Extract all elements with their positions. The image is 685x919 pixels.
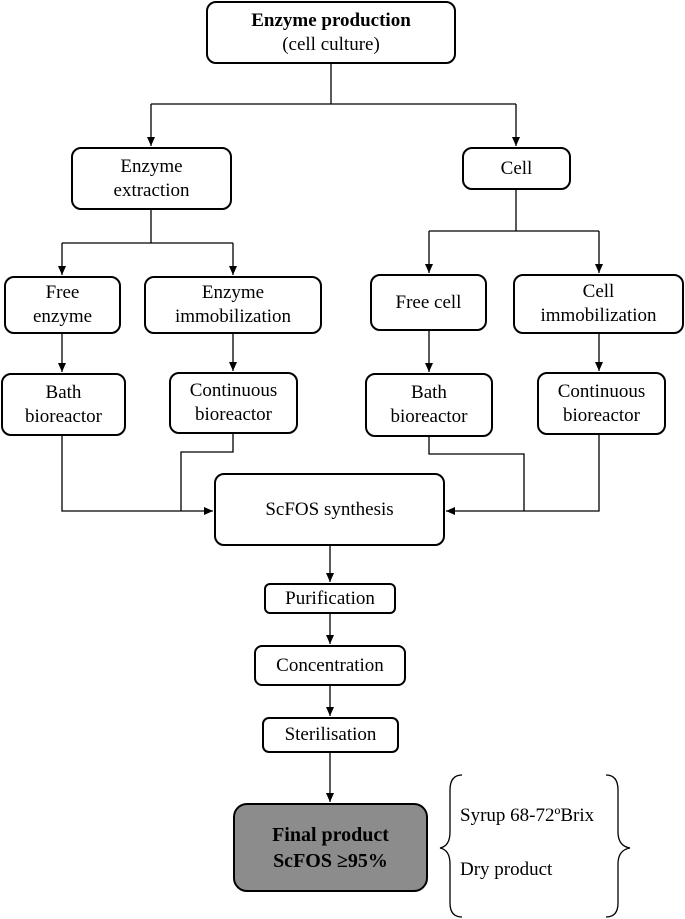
enzyme-immobilization-line2: immobilization [174,306,292,327]
enzyme-immobilization-box: Enzyme immobilization [144,276,322,334]
purification-box: Purification [264,583,396,614]
cell-box: Cell [462,147,571,190]
continuous-bioreactor-left-line1: Continuous [189,380,278,401]
bath-bioreactor-right-line1: Bath [411,382,447,403]
bath-bioreactor-left-line2: bioreactor [24,405,102,427]
product-form-dry: Dry product [460,859,553,880]
bath-bioreactor-left-box: Bath bioreactor [1,373,126,436]
bath-bioreactor-right-box: Bath bioreactor [365,373,493,437]
enzyme-extraction-box: Enzyme extraction [71,147,232,210]
scfos-synthesis-label: ScFOS synthesis [265,498,394,520]
free-enzyme-line2: enzyme [32,306,93,327]
free-enzyme-line1: Free [45,282,80,303]
cell-label: Cell [500,157,533,179]
concentration-box: Concentration [254,645,406,686]
cell-immobilization-line2: immobilization [540,305,657,326]
continuous-bioreactor-right-line2: bioreactor [562,404,640,426]
final-product-title: Final product [272,823,389,846]
free-enzyme-box: Free enzyme [4,276,121,334]
product-form-syrup: Syrup 68-72ºBrix [460,805,595,826]
sterilisation-box: Sterilisation [262,717,399,753]
purification-label: Purification [285,587,375,609]
free-cell-label: Free cell [395,291,462,313]
continuous-bioreactor-right-line1: Continuous [557,380,646,402]
continuous-bioreactor-left-line2: bioreactor [194,404,272,425]
continuous-bioreactor-right-box: Continuous bioreactor [537,372,666,435]
final-product-box: Final product ScFOS ≥95% [233,803,428,892]
enzyme-production-box: Enzyme production (cell culture) [206,1,456,64]
free-cell-box: Free cell [370,274,487,331]
sterilisation-label: Sterilisation [284,724,377,745]
enzyme-extraction-line2: extraction [113,179,190,201]
enzyme-production-title: Enzyme production [251,9,411,31]
scfos-synthesis-box: ScFOS synthesis [214,473,445,546]
continuous-bioreactor-left-box: Continuous bioreactor [169,372,298,434]
product-forms-brace [439,774,631,918]
bath-bioreactor-left-line1: Bath [45,381,82,403]
cell-immobilization-line1: Cell [582,281,615,302]
enzyme-extraction-line1: Enzyme [120,155,183,177]
cell-immobilization-box: Cell immobilization [513,274,684,334]
concentration-label: Concentration [276,654,384,676]
bath-bioreactor-right-line2: bioreactor [390,406,468,427]
enzyme-immobilization-line1: Enzyme [201,282,265,303]
final-product-purity: ScFOS ≥95% [273,849,388,872]
enzyme-production-subtitle: (cell culture) [282,33,380,55]
